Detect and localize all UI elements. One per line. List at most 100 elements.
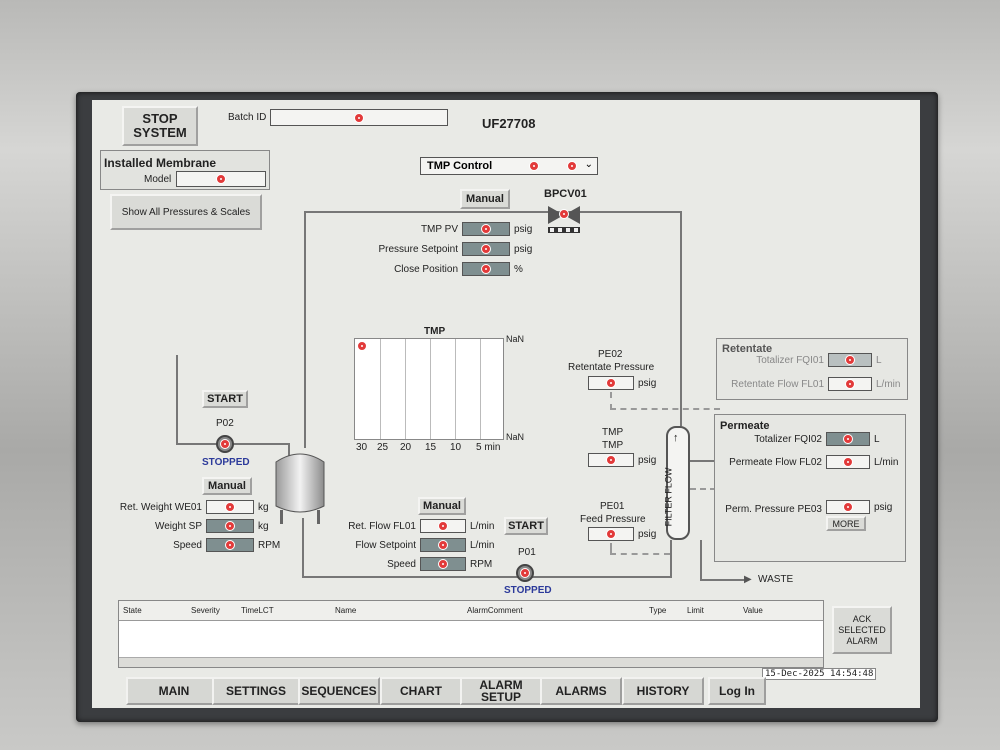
tab-sequences[interactable]: SEQUENCES (298, 677, 380, 705)
flow-setpoint-field[interactable] (420, 538, 466, 552)
p02-speed-field[interactable] (206, 538, 254, 552)
weight-sp-unit: kg (258, 521, 269, 532)
flow-setpoint-unit: L/min (470, 540, 495, 551)
waste-arrow-icon: ▶ (744, 574, 752, 585)
bpcv-manual-button[interactable]: Manual (460, 189, 510, 209)
retentate-flow-unit: L/min (876, 379, 901, 390)
tank-icon (274, 450, 326, 526)
flow-setpoint-label: Flow Setpoint (355, 540, 416, 551)
tmp-control-select[interactable]: TMP Control ⌄ (420, 157, 598, 175)
totalizer-fqi01-label: Totalizer FQI01 (756, 355, 824, 366)
close-position-unit: % (514, 264, 523, 275)
show-all-pressures-button[interactable]: Show All Pressures & Scales (110, 194, 262, 230)
tank-drop-pipe (302, 518, 304, 578)
bottom-right-pipe (670, 540, 672, 578)
col-value[interactable]: Value (743, 606, 763, 615)
alarm-table-header (119, 601, 823, 621)
col-state[interactable]: State (123, 606, 142, 615)
batch-id-field[interactable] (270, 109, 448, 126)
perm-pressure-unit: psig (874, 502, 893, 513)
tmp-box-field (588, 453, 634, 467)
trend-tick: 10 (450, 442, 462, 453)
ret-weight-label: Ret. Weight WE01 (119, 502, 202, 513)
ack-selected-alarm-button[interactable]: ACK SELECTED ALARM (832, 606, 892, 654)
waste-pipe-h (700, 579, 748, 581)
ret-weight-field (206, 500, 254, 514)
permeate-flow-label: Permeate Flow FL02 (729, 457, 822, 468)
waste-pipe-v (700, 540, 702, 580)
p02-name: P02 (216, 418, 234, 429)
tmp-pv-unit: psig (514, 224, 533, 235)
permeate-panel (714, 414, 906, 562)
trend-tick: 25 (377, 442, 389, 453)
error-indicator-icon (438, 540, 448, 550)
pe01-field (588, 527, 634, 541)
model-label: Model (144, 174, 172, 185)
col-name[interactable]: Name (335, 606, 357, 615)
col-timelct[interactable]: TimeLCT (241, 606, 274, 615)
col-limit[interactable]: Limit (687, 606, 704, 615)
p02-speed-unit: RPM (258, 540, 281, 551)
tab-main[interactable]: MAIN (126, 677, 222, 705)
p01-manual-button[interactable]: Manual (418, 497, 466, 515)
col-type[interactable]: Type (649, 606, 667, 615)
permeate-title: Permeate (720, 420, 770, 432)
error-indicator-icon (438, 559, 448, 569)
ret-weight-unit: kg (258, 502, 269, 513)
trend-tick: 5 min (476, 442, 501, 453)
error-indicator-icon (606, 529, 616, 539)
tab-chart[interactable]: CHART (380, 677, 462, 705)
tab-settings[interactable]: SETTINGS (212, 677, 300, 705)
p01-error-icon (520, 568, 530, 578)
pe02-name: PE02 (598, 349, 623, 360)
ret-flow-unit: L/min (470, 521, 495, 532)
close-position-field (462, 262, 510, 276)
error-indicator-icon (481, 244, 491, 254)
tmp-box-unit: psig (638, 455, 657, 466)
error-indicator-icon (567, 161, 577, 171)
stop-system-button[interactable]: STOP SYSTEM (122, 106, 198, 146)
model-field[interactable] (176, 171, 266, 187)
tab-history[interactable]: HISTORY (622, 677, 704, 705)
error-indicator-icon (845, 355, 855, 365)
totalizer-fqi02-unit: L (874, 434, 880, 445)
unit-id-title: UF27708 (482, 116, 536, 131)
pe02-signal-h (610, 408, 720, 410)
alarm-table-scrollbar[interactable] (119, 657, 823, 667)
error-indicator-icon (843, 457, 853, 467)
error-indicator-icon (481, 264, 491, 274)
tab-alarm-setup[interactable]: ALARM SETUP (460, 677, 542, 705)
error-indicator-icon (225, 540, 235, 550)
pressure-setpoint-field[interactable] (462, 242, 510, 256)
alarm-table[interactable]: State Severity TimeLCT Name AlarmComment… (118, 600, 824, 668)
pe01-name: PE01 (600, 501, 625, 512)
trend-tick: 30 (356, 442, 368, 453)
perm-pressure-label: Perm. Pressure PE03 (725, 504, 822, 515)
valve-icon (546, 204, 582, 236)
ret-flow-label: Ret. Flow FL01 (348, 521, 416, 532)
error-indicator-icon (354, 112, 364, 123)
p02-start-button[interactable]: START (202, 390, 248, 408)
trend-tick: 15 (425, 442, 437, 453)
login-button[interactable]: Log In (708, 677, 766, 705)
filter-arrow-icon: ↑ (673, 432, 679, 444)
more-button[interactable]: MORE (826, 516, 866, 531)
tab-alarms[interactable]: ALARMS (540, 677, 622, 705)
retentate-flow-label: Retentate Flow FL01 (731, 379, 824, 390)
p02-status: STOPPED (202, 457, 250, 468)
col-alarm-comment[interactable]: AlarmComment (467, 606, 523, 615)
p01-start-button[interactable]: START (504, 517, 548, 535)
permeate-flow-field (826, 455, 870, 469)
pe02-label: Retentate Pressure (568, 362, 655, 373)
totalizer-fqi02-field (826, 432, 870, 446)
valve-error-icon (559, 209, 569, 219)
p02-speed-label: Speed (173, 540, 202, 551)
pressure-setpoint-unit: psig (514, 244, 533, 255)
p01-speed-field[interactable] (420, 557, 466, 571)
permeate-flow-unit: L/min (874, 457, 899, 468)
trend-tick: 20 (400, 442, 412, 453)
bottom-pipe (302, 576, 672, 578)
weight-sp-field[interactable] (206, 519, 254, 533)
p02-manual-button[interactable]: Manual (202, 477, 252, 495)
col-severity[interactable]: Severity (191, 606, 220, 615)
